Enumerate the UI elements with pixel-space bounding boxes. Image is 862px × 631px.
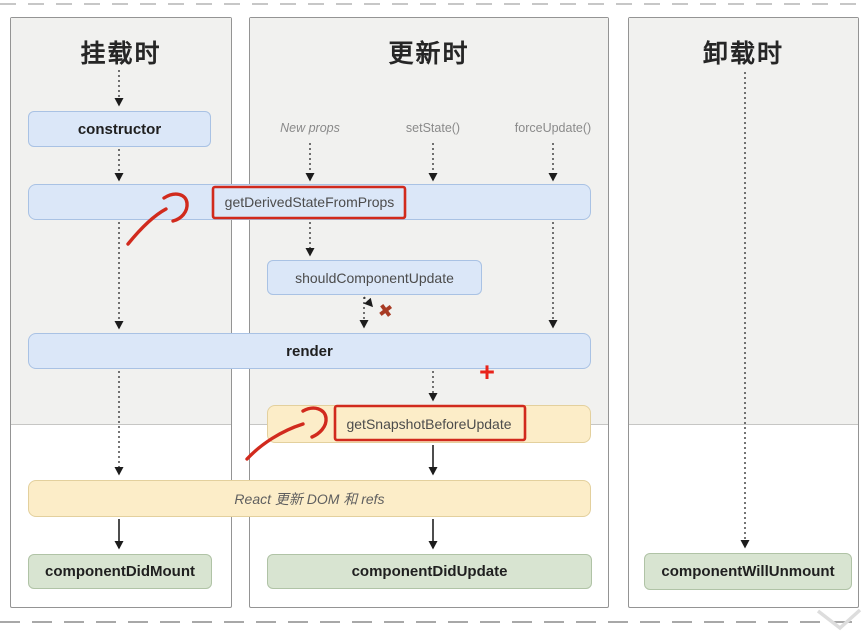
node-component-will-unmount: componentWillUnmount <box>644 553 852 590</box>
bottom-dashed-divider <box>0 621 862 623</box>
watermark-chevron <box>816 608 862 631</box>
panel-updating-title: 更新时 <box>388 40 470 68</box>
node-get-snapshot-before-update: getSnapshotBeforeUpdate <box>267 405 591 443</box>
node-component-did-update: componentDidUpdate <box>267 554 592 589</box>
panel-unmounting: 卸载时 <box>628 17 859 608</box>
node-get-derived-state-from-props: getDerivedStateFromProps <box>28 184 591 220</box>
node-component-did-mount: componentDidMount <box>28 554 212 589</box>
node-constructor: constructor <box>28 111 211 147</box>
panel-updating: 更新时 <box>249 17 609 608</box>
trigger-set-state: setState() <box>405 121 461 135</box>
trigger-new-props: New props <box>280 121 340 135</box>
render-phase-background <box>629 18 858 425</box>
panel-unmounting-title: 卸载时 <box>702 40 784 68</box>
panel-mounting-title: 挂载时 <box>80 40 162 68</box>
node-react-updates-dom-and-refs: React 更新 DOM 和 refs <box>28 480 591 517</box>
panel-mounting: 挂载时 <box>10 17 232 608</box>
trigger-force-update: forceUpdate() <box>514 121 592 135</box>
top-dashed-divider <box>0 3 862 5</box>
plus-icon: + <box>479 357 495 387</box>
node-render: render <box>28 333 591 369</box>
node-should-component-update: shouldComponentUpdate <box>267 260 482 295</box>
skip-update-x-icon: ✖ <box>376 300 395 322</box>
